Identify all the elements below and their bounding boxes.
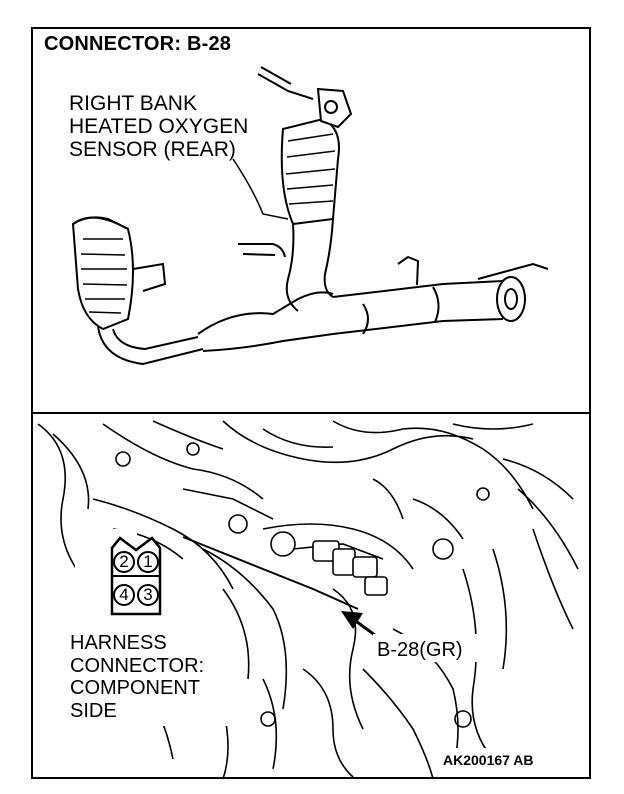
harness-label-line: SIDE (70, 699, 117, 722)
harness-label-line: COMPONENT (70, 677, 200, 699)
harness-label-line: CONNECTOR: (70, 654, 205, 677)
pin-2: 2 (113, 551, 135, 573)
harness-connector-pinout: 2 1 4 3 (110, 536, 162, 616)
connector-title: CONNECTOR: B-28 (44, 33, 232, 55)
sensor-label-line: RIGHT BANK (69, 92, 197, 115)
diagram-frame: CONNECTOR: B-28 RIGHT BANK HEATED OXYGEN… (31, 27, 591, 780)
pin-3: 3 (137, 584, 159, 606)
harness-connector-label: HARNESS CONNECTOR: COMPONENT SIDE (70, 632, 204, 722)
sensor-label-line: SENSOR (REAR) (69, 138, 236, 161)
panel-divider (33, 412, 589, 414)
pin-1: 1 (137, 551, 159, 573)
figure-code: AK200167 AB (443, 752, 534, 768)
harness-label-line: HARNESS (70, 632, 167, 654)
sensor-label-line: HEATED OXYGEN (69, 115, 249, 138)
diagram-artwork (37, 66, 579, 780)
sensor-label: RIGHT BANK HEATED OXYGEN SENSOR (REAR) (69, 92, 248, 161)
connector-callout-label: B-28(GR) (377, 639, 463, 661)
exhaust-pipe-illustration (71, 66, 549, 366)
pin-4: 4 (113, 584, 135, 606)
